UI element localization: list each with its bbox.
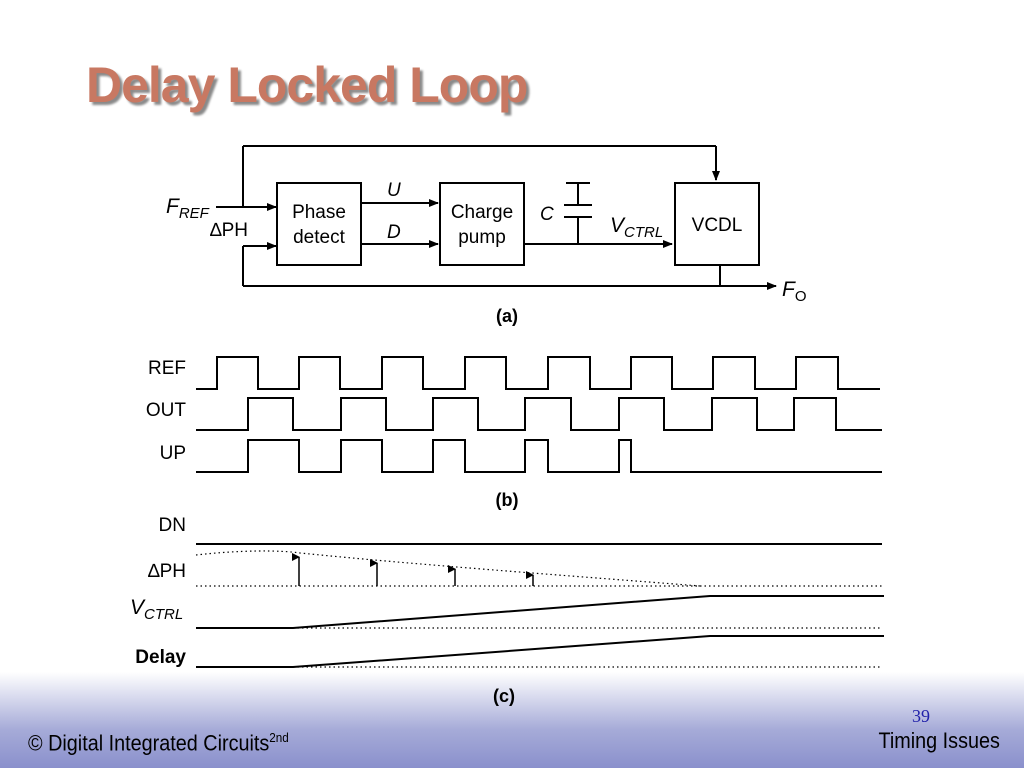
dll-figure: Phase detect Charge pump VCDL FREF ∆PH U… <box>130 145 884 668</box>
vcdl-label: VCDL <box>692 215 743 236</box>
footer-band <box>0 672 1024 768</box>
out-waveform <box>196 397 882 431</box>
up-waveform <box>196 439 882 473</box>
vctrl-label-a: VCTRL <box>610 214 663 241</box>
caption-c: (c) <box>493 686 515 706</box>
fo-label: FO <box>782 278 807 305</box>
delay-wave-label: Delay <box>135 647 186 668</box>
out-wave-label: OUT <box>146 400 187 421</box>
phase-detect-label-2: detect <box>293 227 345 248</box>
delta-ph-label-a: ∆PH <box>210 220 248 241</box>
vcdl-block <box>674 182 760 266</box>
block-diagram-a <box>216 145 777 290</box>
waveforms-b: REF OUT UP (b) <box>146 356 882 510</box>
caption-a: (a) <box>496 306 518 326</box>
phase-detect-label-1: Phase <box>292 202 346 223</box>
slide-title: Delay Locked Loop <box>86 57 528 113</box>
caption-b: (b) <box>496 490 519 510</box>
topic-label: Timing Issues <box>878 728 1000 753</box>
charge-pump-block <box>439 182 525 266</box>
copyright-text: © Digital Integrated Circuits2nd <box>28 730 289 756</box>
block-labels-a: Phase detect Charge pump VCDL FREF ∆PH U… <box>166 180 807 326</box>
vctrl-wave-label: VCTRL <box>130 596 183 623</box>
charge-pump-label-2: pump <box>458 227 506 248</box>
copyright-label: © Digital Integrated Circuits <box>28 730 270 756</box>
phase-detect-block <box>276 182 362 266</box>
d-label: D <box>387 222 401 243</box>
u-label: U <box>387 180 401 201</box>
fref-label: FREF <box>166 195 210 222</box>
dn-wave-label: DN <box>159 515 186 536</box>
delay-waveform <box>196 635 884 668</box>
vctrl-waveform <box>196 595 884 629</box>
c-label: C <box>540 204 554 225</box>
up-wave-label: UP <box>160 443 186 464</box>
edition-superscript: 2nd <box>269 730 289 745</box>
ref-wave-label: REF <box>148 358 186 379</box>
charge-pump-label-1: Charge <box>451 202 513 223</box>
page-number: 39 <box>912 706 930 726</box>
delta-ph-wave-label: ∆PH <box>148 561 186 582</box>
delta-ph-envelope <box>195 550 701 587</box>
ref-waveform <box>196 356 880 390</box>
waveforms-c: DN ∆PH VCTRL Delay <box>130 515 884 668</box>
